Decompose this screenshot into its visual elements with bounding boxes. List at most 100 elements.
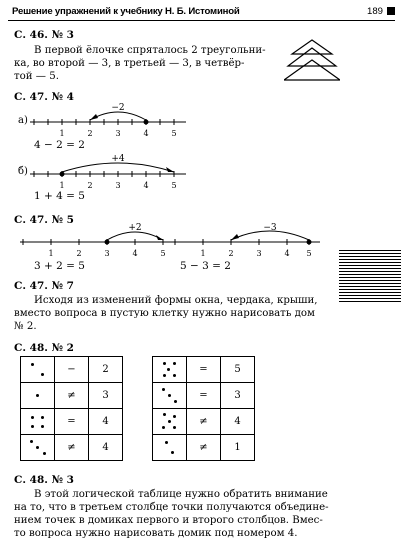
tick-label: 2: [76, 249, 81, 258]
text-line: той — 5.: [14, 71, 59, 82]
tick-label: 3: [115, 129, 120, 138]
value-cell: 4: [220, 408, 255, 435]
left-table: − 2 ≠ 3 = 4 ≠ 4: [20, 356, 123, 461]
arrowhead: [156, 235, 163, 240]
tick-label: 1: [59, 181, 64, 190]
text-line: вместо вопроса в пустую клетку нужно нар…: [14, 308, 315, 319]
section-heading-47-7: С. 47. № 7: [14, 280, 74, 292]
dots-cell: [20, 408, 55, 435]
arrowhead: [166, 167, 174, 172]
tick-label: 4: [132, 249, 137, 258]
text-line: на то, что в третьем столбце точки получ…: [14, 502, 329, 513]
tick-label: 5: [160, 249, 165, 258]
right-table: = 5 = 3 ≠ 4 ≠ 1: [152, 356, 255, 461]
header-rule: [8, 20, 395, 21]
triangle-top: [290, 39, 334, 55]
dots-cell: [20, 434, 55, 461]
edge-stripe-block: [339, 250, 401, 304]
tick-label: 1: [200, 249, 205, 258]
sign-cell: −: [54, 356, 89, 383]
jump-label: −3: [263, 223, 277, 233]
jump-arc: [89, 111, 147, 121]
dots-cell: [20, 382, 55, 409]
tick-label: 1: [59, 129, 64, 138]
header-square-mark: [387, 7, 395, 15]
tick-label: 5: [171, 129, 176, 138]
value-cell: 5: [220, 356, 255, 383]
tick-label: 4: [143, 181, 148, 190]
equation-a: 4 − 2 = 2: [34, 139, 85, 151]
text-line: нием точек в домиках первого и второго с…: [14, 515, 323, 526]
part-b-label: б): [18, 166, 28, 177]
sign-cell: ≠: [186, 408, 221, 435]
sign-cell: =: [54, 408, 89, 435]
start-point: [104, 239, 110, 245]
sign-cell: =: [186, 382, 221, 409]
text-line: № 2.: [14, 321, 37, 332]
arrowhead: [231, 234, 239, 240]
text-line: ка, во второй — 3, в третьей — 3, в четв…: [14, 58, 245, 69]
number-line-b: +4 1 2 3 4 5: [30, 154, 186, 190]
number-line-a: −2 1 2 3 4 5: [30, 103, 186, 138]
page-header: Решение упражнений к учебнику Н. Б. Исто…: [8, 0, 395, 21]
start-point: [59, 171, 65, 177]
tick-label: 2: [87, 129, 92, 138]
section-heading-48-3: С. 48. № 3: [14, 474, 74, 486]
table-row: = 3: [152, 382, 255, 409]
value-cell: 4: [88, 434, 123, 461]
value-cell: 2: [88, 356, 123, 383]
dots-cell: [152, 382, 187, 409]
sign-cell: ≠: [186, 434, 221, 461]
tick-label: 2: [87, 181, 92, 190]
tick-label: 3: [115, 181, 120, 190]
value-cell: 3: [88, 382, 123, 409]
dots-cell: [152, 356, 187, 383]
text-line: В первой ёлочке спряталось 2 треугольни-: [34, 45, 266, 56]
jump-label: −2: [111, 103, 124, 113]
ticks: [22, 239, 164, 245]
dots-cell: [152, 434, 187, 461]
table-row: = 5: [152, 356, 255, 383]
sign-cell: ≠: [54, 382, 89, 409]
triangle-tree-figure: [284, 39, 340, 81]
number-line-5-left: +2 1 2 3 4 5: [20, 223, 186, 258]
tick-label: 4: [143, 129, 148, 138]
text-line: В этой логической таблице нужно обратить…: [34, 489, 328, 500]
page-number: 189: [366, 6, 383, 17]
tick-label: 4: [284, 249, 289, 258]
jump-arc: [106, 231, 164, 241]
table-row: ≠ 1: [152, 434, 255, 461]
jump-label: +2: [128, 223, 141, 233]
dots-cell: [152, 408, 187, 435]
table-row: ≠ 3: [20, 382, 123, 409]
value-cell: 1: [220, 434, 255, 461]
arrowhead: [90, 114, 98, 120]
jump-arc: [61, 162, 175, 173]
section-heading-47-5: С. 47. № 5: [14, 214, 74, 226]
table-row: − 2: [20, 356, 123, 383]
equation-b: 1 + 4 = 5: [34, 190, 85, 202]
start-point: [306, 239, 312, 245]
number-line-5-right: −3 1 2 3 4 5: [172, 223, 320, 258]
equation-5-right: 5 − 3 = 2: [180, 260, 231, 272]
section-heading-46-3: С. 46. № 3: [14, 29, 74, 41]
dots-cell: [20, 356, 55, 383]
tick-label: 1: [48, 249, 53, 258]
tick-label: 5: [306, 249, 311, 258]
part-a-label: а): [18, 115, 28, 126]
value-cell: 4: [88, 408, 123, 435]
sign-cell: ≠: [54, 434, 89, 461]
jump-arc: [230, 230, 310, 241]
running-title: Решение упражнений к учебнику Н. Б. Исто…: [12, 6, 240, 17]
value-cell: 3: [220, 382, 255, 409]
section-heading-47-4: С. 47. № 4: [14, 91, 74, 103]
tick-label: 3: [256, 249, 261, 258]
sign-cell: =: [186, 356, 221, 383]
table-row: ≠ 4: [152, 408, 255, 435]
triangle-middle: [286, 47, 338, 67]
jump-label: +4: [111, 154, 125, 164]
start-point: [143, 119, 149, 125]
text-line: Исходя из изменений формы окна, чердака,…: [34, 295, 318, 306]
equation-5-left: 3 + 2 = 5: [34, 260, 85, 272]
triangle-bottom: [284, 59, 340, 81]
